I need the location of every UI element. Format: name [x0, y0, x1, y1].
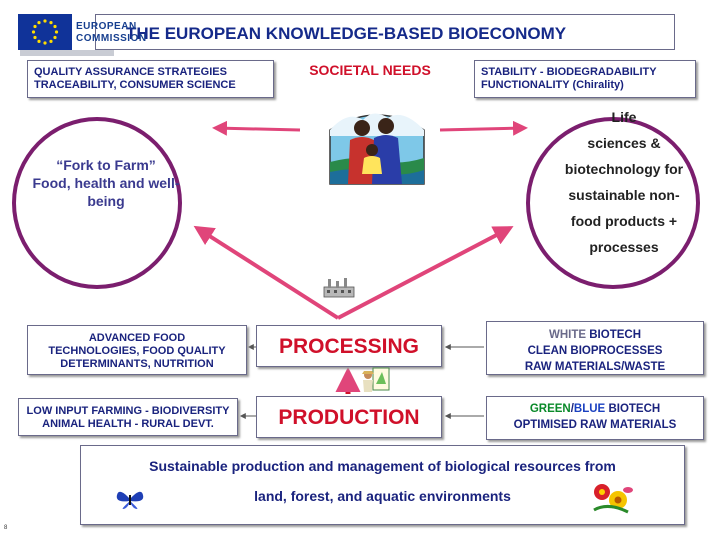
page-number: 8	[4, 525, 8, 531]
stability-box: STABILITY - BIODEGRADABILITY FUNCTIONALI…	[474, 60, 696, 98]
green-label: GREEN	[529, 403, 571, 415]
eu-flag-icon	[18, 14, 72, 50]
white-biotech-line-3: RAW MATERIALS/WASTE	[524, 361, 666, 373]
fork-to-farm-text: “Fork to Farm” Food, health and well- be…	[16, 156, 196, 210]
right-line-1: Life	[611, 109, 637, 125]
processing-box: PROCESSING	[256, 325, 442, 367]
flower-icon	[588, 480, 636, 514]
arrow-left-top	[212, 120, 301, 136]
left-line-1: “Fork to Farm”	[56, 157, 156, 173]
advanced-food-line-3: DETERMINANTS, NUTRITION	[60, 358, 214, 370]
logo-text-commission: COMMISSION	[76, 33, 147, 44]
sustainable-line-2: land, forest, and aquatic environments	[254, 488, 511, 504]
sustainable-line-1: Sustainable production and management of…	[149, 458, 616, 474]
quality-line-1: QUALITY ASSURANCE STRATEGIES	[34, 66, 227, 78]
page-title: THE EUROPEAN KNOWLEDGE-BASED BIOECONOMY	[95, 14, 675, 50]
green-biotech-word: BIOTECH	[608, 403, 661, 415]
arrow-right-top	[439, 120, 528, 136]
life-sciences-text: Life sciences & biotechnology for sustai…	[538, 104, 710, 260]
white-biotech-line-2: CLEAN BIOPROCESSES	[527, 345, 663, 357]
white-biotech-line-1: WHITE BIOTECH	[491, 327, 699, 343]
left-line-3: being	[87, 193, 125, 209]
green-blue-biotech-box: GREEN/BLUE BIOTECH OPTIMISED RAW MATERIA…	[486, 396, 704, 440]
quality-assurance-box: QUALITY ASSURANCE STRATEGIES TRACEABILIT…	[27, 60, 274, 98]
societal-needs-label: SOCIETAL NEEDS	[309, 62, 431, 78]
farmer-icon	[360, 366, 390, 394]
white-biotech-box: WHITE BIOTECH CLEAN BIOPROCESSES RAW MAT…	[486, 321, 704, 375]
stability-line-1: STABILITY - BIODEGRADABILITY	[481, 66, 657, 78]
family-illustration	[328, 100, 426, 188]
white-biotech-word: BIOTECH	[589, 329, 641, 341]
green-biotech-line-2: OPTIMISED RAW MATERIALS	[513, 419, 677, 431]
left-circle	[12, 117, 182, 289]
production-box: PRODUCTION	[256, 396, 442, 438]
white-label: WHITE	[548, 329, 587, 341]
arrow-v-right	[337, 226, 514, 320]
stability-line-2: FUNCTIONALITY (Chirality)	[481, 79, 624, 91]
low-input-line-1: LOW INPUT FARMING - BIODIVERSITY	[26, 405, 230, 417]
left-line-2: Food, health and well-	[32, 175, 180, 191]
right-line-2: sciences &	[587, 135, 661, 151]
quality-line-2: TRACEABILITY, CONSUMER SCIENCE	[34, 79, 236, 91]
logo-text-european: EUROPEAN	[76, 21, 137, 32]
green-biotech-line-1: GREEN/BLUE BIOTECH	[491, 401, 699, 417]
arrow-v-left	[193, 225, 340, 320]
right-line-3: biotechnology for	[564, 161, 684, 177]
slash-label: /	[570, 403, 574, 415]
butterfly-icon	[115, 487, 145, 511]
right-line-6: processes	[589, 239, 659, 255]
eu-logo: EUROPEAN COMMISSION	[18, 14, 146, 50]
blue-label: BLUE	[573, 403, 606, 415]
advanced-food-line-2: TECHNOLOGIES, FOOD QUALITY	[48, 345, 226, 357]
sustainable-production-box	[80, 445, 685, 525]
advanced-food-line-1: ADVANCED FOOD	[88, 332, 186, 344]
logo-strip	[20, 50, 114, 56]
low-input-line-2: ANIMAL HEALTH - RURAL DEVT.	[42, 418, 214, 430]
factory-icon	[322, 277, 356, 299]
advanced-food-box: ADVANCED FOOD TECHNOLOGIES, FOOD QUALITY…	[27, 325, 247, 375]
right-line-4: sustainable non-	[568, 187, 680, 203]
low-input-farming-box: LOW INPUT FARMING - BIODIVERSITY ANIMAL …	[18, 398, 238, 436]
right-circle	[526, 117, 700, 289]
right-line-5: food products +	[570, 213, 678, 229]
